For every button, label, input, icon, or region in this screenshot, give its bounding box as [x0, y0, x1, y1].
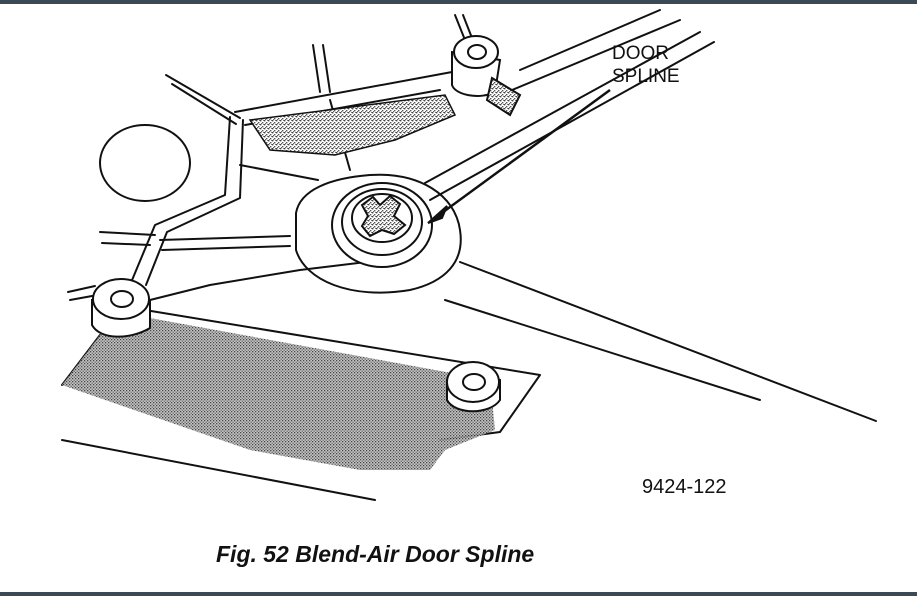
hub-plate — [295, 173, 462, 294]
spoke-left — [99, 231, 156, 236]
top-frame-rule — [0, 0, 917, 4]
lower-panel-left — [67, 285, 96, 293]
housing-rail-top-2 — [499, 19, 681, 96]
door-frame-left — [129, 116, 231, 286]
boss-left-hole — [110, 290, 134, 308]
spoke-center-left — [159, 235, 291, 241]
spoke-upper-left-2 — [171, 83, 237, 125]
boss-lower-hole — [462, 373, 486, 391]
spoke-upper-left — [165, 74, 241, 119]
housing-edge-upper — [424, 31, 701, 184]
door-frame-left-2 — [145, 119, 244, 286]
lower-panel-top — [149, 257, 401, 301]
lower-bottom-line — [61, 439, 376, 501]
spoke-left-2 — [101, 242, 151, 246]
lower-panel-left-2 — [69, 295, 93, 301]
door-spline-callout: DOOR SPLINE — [612, 42, 680, 88]
spoke-top — [312, 44, 321, 93]
housing-rail-top — [519, 9, 661, 71]
spoke-center-left-2 — [161, 245, 291, 251]
bottom-frame-rule — [0, 592, 917, 596]
housing-edge-lower — [459, 261, 877, 422]
figure-number: 9424-122 — [642, 476, 727, 498]
housing-edge-lower-2 — [444, 299, 761, 401]
housing-edge-upper-2 — [429, 41, 715, 201]
mount-rail-1 — [454, 14, 466, 41]
mount-rail-2 — [462, 14, 473, 39]
callout-leader-line — [434, 88, 611, 220]
spoke-top-2 — [322, 44, 331, 93]
shaded-upper-pocket — [248, 94, 457, 156]
callout-line-2: SPLINE — [612, 66, 680, 87]
figure-caption: Fig. 52 Blend-Air Door Spline — [216, 541, 535, 567]
shaded-lower-panel — [62, 318, 495, 470]
door-spline — [360, 194, 407, 238]
boss-top-right-hole — [467, 44, 487, 60]
callout-arrowhead — [427, 205, 448, 224]
spoke-diag-1 — [239, 164, 319, 181]
boss-top-right-tab — [485, 76, 522, 117]
callout-line-1: DOOR — [612, 43, 669, 64]
round-opening — [99, 124, 191, 202]
